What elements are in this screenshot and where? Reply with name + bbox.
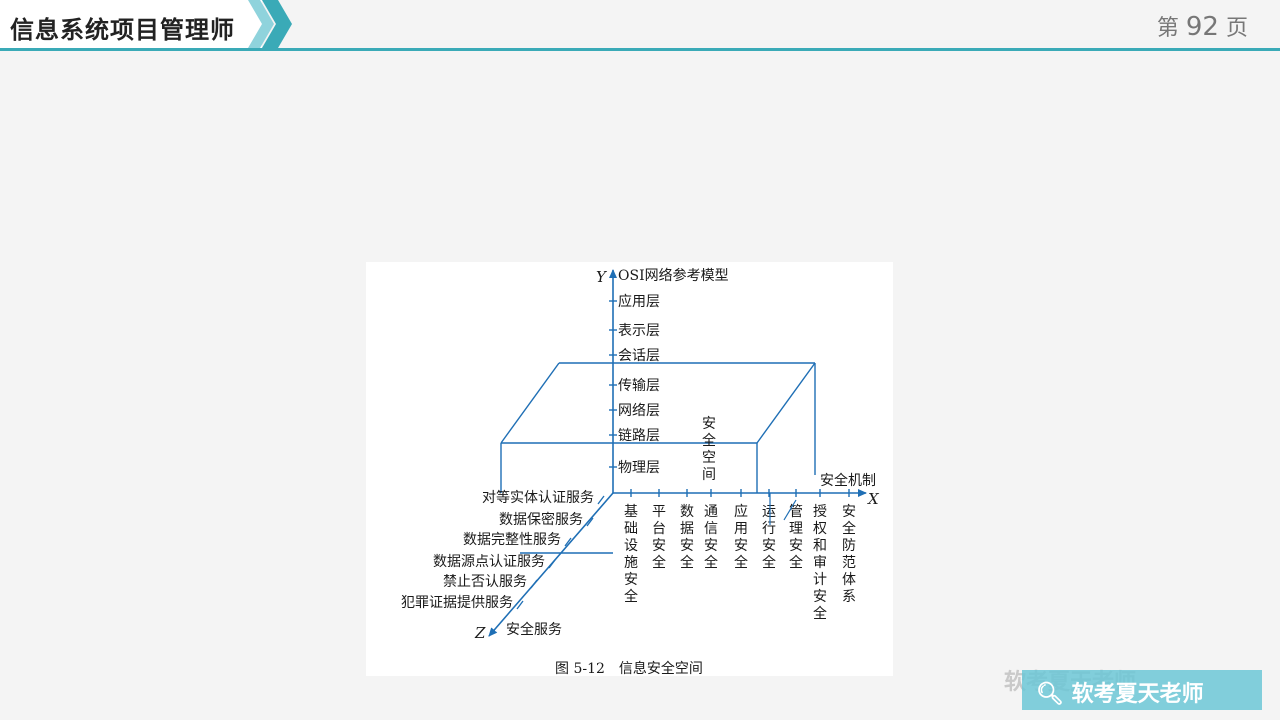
box-label-char: 全 — [702, 432, 716, 449]
z-service-label: 禁止否认服务 — [443, 574, 527, 590]
x-mechanism-char: 全 — [842, 520, 856, 537]
z-service-label: 犯罪证据提供服务 — [401, 595, 513, 611]
x-mechanism-char: 理 — [789, 521, 803, 537]
osi-layer-bg — [617, 422, 673, 439]
osi-layer-bg — [617, 397, 673, 414]
osi-layer-bg — [617, 372, 673, 389]
z-service-label: 数据完整性服务 — [463, 532, 561, 548]
x-mechanism-char: 施 — [624, 555, 638, 571]
x-mechanism-char: 设 — [624, 538, 638, 554]
osi-layer-label: 应用层 — [618, 293, 660, 310]
x-mechanism-char: 数 — [680, 504, 694, 520]
x-axis-title: 安全机制 — [820, 472, 876, 489]
title-chevron — [248, 0, 292, 48]
x-mechanism-char: 全 — [734, 554, 748, 571]
x-mechanism-char: 权 — [813, 521, 827, 537]
page-suffix: 页 — [1225, 16, 1248, 41]
osi-layer-label: 表示层 — [618, 323, 660, 339]
z-tick — [597, 495, 605, 505]
x-mechanism-char: 系 — [842, 589, 856, 605]
watermark-text: 🔍︎ 软考夏天老师 — [1036, 676, 1204, 708]
x-mechanism-char: 信 — [704, 521, 718, 537]
page-number: 92 — [1185, 12, 1219, 42]
x-mechanism-char: 运 — [762, 504, 776, 520]
x-mechanism-char: 安 — [652, 538, 666, 554]
osi-layer-label: 传输层 — [618, 378, 660, 394]
osi-layer-bg — [617, 317, 673, 334]
z-service-label: 对等实体认证服务 — [482, 489, 594, 506]
y-axis-letter: Y — [596, 268, 608, 286]
osi-layer-label: 会话层 — [618, 348, 660, 364]
x-mechanism-char: 通 — [704, 504, 718, 520]
osi-layer-bg — [617, 288, 673, 305]
x-mechanism-char: 体 — [842, 572, 856, 588]
x-mechanism-char: 基 — [624, 503, 638, 520]
x-mechanism-char: 安 — [704, 538, 718, 554]
x-mechanism-char: 管 — [789, 504, 803, 520]
x-mechanism-char: 平 — [652, 504, 666, 520]
z-tick — [548, 559, 556, 569]
z-axis-letter: Z — [474, 624, 486, 642]
x-mechanism-char: 全 — [762, 554, 776, 571]
z-tick — [564, 537, 572, 547]
x-mechanism-char: 应 — [734, 503, 748, 520]
x-mechanism-char: 安 — [734, 538, 748, 554]
x-mechanism-char: 计 — [813, 572, 827, 588]
box-edge — [500, 362, 560, 444]
slide-header: 信息系统项目管理师 第 92 页 — [0, 0, 1280, 52]
x-mechanism-char: 行 — [762, 521, 776, 537]
x-mechanism-char: 用 — [734, 521, 748, 537]
x-mechanism-char: 审 — [813, 555, 827, 571]
x-mechanism-char: 础 — [624, 521, 638, 537]
osi-layer-bg — [617, 342, 673, 359]
x-axis-letter: X — [867, 490, 880, 508]
search-icon: 🔍︎ — [1036, 682, 1064, 707]
box-label-char: 空 — [702, 450, 716, 466]
x-mechanism-char: 和 — [813, 538, 827, 554]
x-mechanism-char: 全 — [680, 554, 694, 571]
x-mechanism-char: 安 — [680, 538, 694, 554]
z-axis-title: 安全服务 — [506, 621, 562, 638]
x-mechanism-char: 安 — [842, 504, 856, 520]
x-mechanism-char: 范 — [842, 554, 856, 571]
osi-layer-label: 链路层 — [618, 428, 660, 444]
x-mechanism-char: 授 — [813, 504, 827, 520]
x-mechanism-char: 全 — [813, 605, 827, 622]
z-service-label: 数据源点认证服务 — [433, 554, 545, 570]
title-band — [0, 0, 262, 48]
box-edge — [756, 362, 816, 444]
slide-title: 信息系统项目管理师 — [10, 16, 235, 44]
box-label-char: 安 — [702, 416, 716, 432]
z-service-label: 数据保密服务 — [499, 511, 583, 528]
osi-layer-label: 物理层 — [618, 460, 660, 476]
box-label-char: 间 — [702, 467, 716, 483]
z-tick — [530, 579, 538, 589]
page-indicator: 第 92 页 — [1157, 10, 1248, 42]
x-mechanism-char: 据 — [680, 521, 694, 537]
watermark-label: 软考夏天老师 — [1071, 682, 1204, 707]
z-tick — [516, 600, 524, 610]
osi-layer-label: 网络层 — [618, 403, 660, 419]
x-mechanism-char: 全 — [624, 588, 638, 605]
x-mechanism-char: 全 — [704, 554, 718, 571]
x-mechanism-char: 防 — [842, 538, 856, 554]
z-tick — [586, 517, 594, 527]
y-axis-title: OSI网络参考模型 — [618, 267, 729, 284]
mechanism-connector — [783, 499, 797, 521]
figure-caption: 图 5-12 信息安全空间 — [555, 660, 703, 676]
x-mechanism-char: 全 — [789, 554, 803, 571]
x-mechanism-char: 安 — [789, 538, 803, 554]
x-mechanism-char: 安 — [624, 572, 638, 588]
osi-layer-bg — [617, 454, 673, 471]
page-prefix: 第 — [1156, 16, 1179, 41]
x-mechanism-char: 全 — [652, 554, 666, 571]
x-mechanism-char: 安 — [762, 538, 776, 554]
header-rule — [0, 48, 1280, 51]
x-mechanism-char: 安 — [813, 589, 827, 605]
watermark-box — [1022, 670, 1262, 710]
x-mechanism-char: 台 — [652, 521, 666, 537]
